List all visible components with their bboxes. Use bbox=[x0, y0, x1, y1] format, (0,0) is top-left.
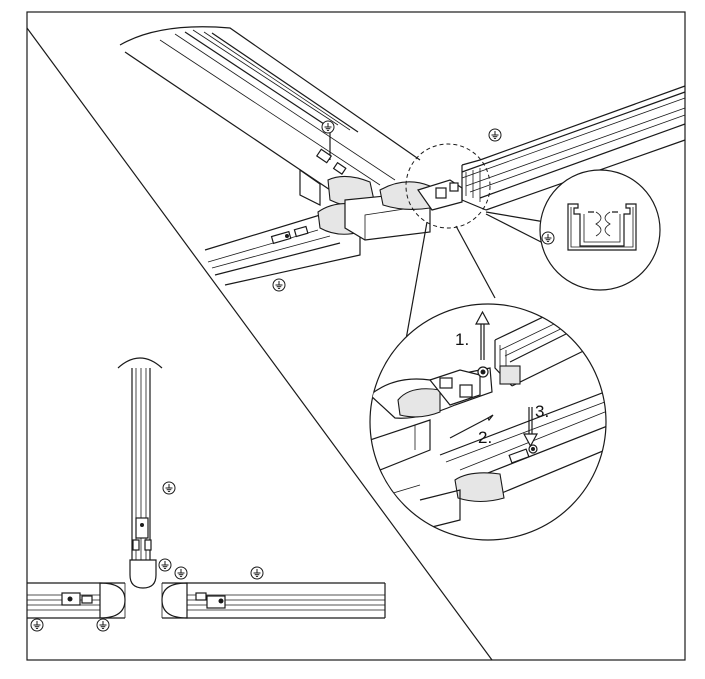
ground-icon bbox=[488, 128, 502, 142]
step-1-label: 1. bbox=[455, 330, 469, 349]
ground-icon bbox=[250, 566, 264, 580]
diagonal-divider bbox=[26, 27, 493, 661]
ground-icon bbox=[158, 558, 172, 572]
step-3-label: 3. bbox=[535, 402, 549, 421]
horizontal-track bbox=[27, 582, 386, 619]
ground-icon bbox=[174, 566, 188, 580]
ground-icon bbox=[30, 618, 44, 632]
profile-cross-section bbox=[485, 169, 661, 291]
step-1-indicator: 1. bbox=[455, 310, 491, 360]
t-connector-body bbox=[317, 175, 463, 241]
ground-icon bbox=[162, 481, 176, 495]
ground-icon bbox=[541, 231, 555, 245]
step-3-indicator: 3. bbox=[522, 402, 549, 448]
ground-icon bbox=[96, 618, 110, 632]
step-2-label: 2. bbox=[478, 428, 492, 447]
vertical-track bbox=[131, 368, 152, 560]
ground-icon bbox=[272, 278, 286, 292]
zoom-detail: 1. 2. 3. bbox=[369, 221, 607, 541]
plan-view-assembly bbox=[27, 357, 386, 632]
upper-left-track bbox=[119, 26, 421, 206]
callout-circle bbox=[405, 143, 491, 229]
right-track bbox=[461, 85, 686, 211]
top-perspective-assembly bbox=[119, 26, 686, 292]
outer-frame bbox=[26, 11, 686, 661]
ground-icon bbox=[321, 120, 335, 134]
step-2-indicator: 2. bbox=[449, 414, 494, 447]
